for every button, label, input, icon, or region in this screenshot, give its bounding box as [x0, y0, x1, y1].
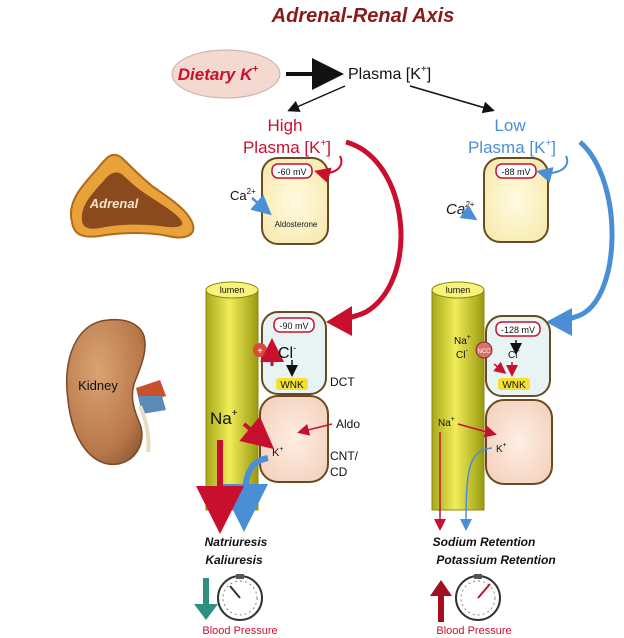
kidney: Kidney — [65, 318, 166, 466]
svg-text:WNK: WNK — [502, 380, 526, 391]
dietary-potassium: Dietary K+ — [171, 49, 281, 99]
right-dct-cell: -128 mV WNK — [485, 315, 551, 397]
svg-text:Adrenal: Adrenal — [89, 196, 139, 211]
left-k-excretion-arrow — [220, 455, 269, 532]
low-feedback-arrow — [536, 155, 569, 183]
right-outcome-line2: Potassium Retention — [436, 553, 555, 567]
left-na-arrow — [239, 416, 275, 450]
right-cnt-cell — [485, 399, 553, 485]
svg-text:-88 mV: -88 mV — [501, 167, 530, 177]
right-outcome-line1: Sodium Retention — [433, 535, 536, 549]
left-gauge-icon — [217, 574, 263, 621]
left-cnt-label: CNT/ — [330, 449, 359, 463]
high-big-arrow — [339, 139, 404, 323]
low-big-arrowhead — [546, 308, 572, 336]
high-plasma-label: Plasma [K+] — [243, 138, 331, 157]
left-tubule: lumen — [205, 281, 259, 511]
right-ncc-arrow — [493, 361, 507, 374]
left-ncc-plus-label: + — [257, 346, 263, 357]
right-na2-label: Na+ — [438, 416, 455, 429]
svg-text:-60 mV: -60 mV — [277, 167, 306, 177]
left-cd-label: CD — [330, 465, 348, 479]
left-aldo-arrow — [297, 423, 333, 436]
plasma-potassium-label: Plasma [K+] — [348, 64, 431, 83]
left-cl-label: Cl- — [278, 343, 296, 362]
right-k-excretion-arrow — [460, 447, 493, 531]
right-bp-label: Blood Pressure — [436, 625, 511, 637]
arrow-to-high — [287, 85, 346, 112]
left-outcome-line2: Kaliuresis — [205, 553, 263, 567]
left-adrenal-cell: -60 mV Aldosterone — [261, 157, 329, 245]
low-plasma-label: Plasma [K+] — [468, 138, 556, 157]
left-calcium-label: Ca2+ — [230, 187, 256, 203]
right-k-label: K+ — [496, 442, 507, 455]
svg-text:Aldosterone: Aldosterone — [275, 220, 318, 229]
high-big-arrowhead — [326, 306, 352, 336]
left-bp-label: Blood Pressure — [202, 625, 277, 637]
right-adrenal-cell: -88 mV — [483, 157, 549, 243]
right-na-arrow — [457, 423, 497, 438]
right-gauge-icon — [455, 574, 501, 621]
left-calcium-arrow — [250, 194, 272, 216]
right-ncc-icon — [475, 341, 493, 359]
svg-text:Kidney: Kidney — [78, 378, 118, 393]
left-k-label: K+ — [272, 446, 283, 459]
svg-text:lumen: lumen — [446, 285, 471, 295]
svg-text:-90 mV: -90 mV — [279, 321, 308, 331]
arrow-to-low — [409, 85, 495, 114]
left-outcome-line1: Natriuresis — [205, 535, 268, 549]
right-na-label: Na+ — [454, 334, 471, 347]
left-dct-label: DCT — [330, 375, 355, 389]
right-bp-up-arrowhead — [430, 580, 452, 596]
svg-text:WNK: WNK — [280, 380, 304, 391]
svg-text:Dietary K+: Dietary K+ — [178, 64, 259, 84]
adrenal-gland: Adrenal — [69, 153, 195, 239]
left-bp-down-arrowhead — [194, 604, 218, 620]
svg-text:lumen: lumen — [220, 285, 245, 295]
high-label: High — [268, 116, 303, 135]
left-cnt-cell — [259, 395, 329, 483]
svg-text:-128 mV: -128 mV — [501, 325, 535, 335]
right-cl-outer-label: Cl- — [456, 348, 468, 361]
low-label: Low — [494, 116, 526, 135]
left-dct-cell: -90 mV WNK — [261, 311, 327, 395]
low-big-arrow — [559, 140, 615, 325]
right-ncc-label: NCC — [478, 349, 492, 355]
right-calcium-arrow — [459, 204, 478, 221]
high-feedback-arrow — [314, 155, 343, 183]
diagram-title: Adrenal-Renal Axis — [271, 5, 455, 27]
left-na-label: Na+ — [210, 408, 238, 428]
left-aldo-label: Aldo — [336, 417, 360, 431]
